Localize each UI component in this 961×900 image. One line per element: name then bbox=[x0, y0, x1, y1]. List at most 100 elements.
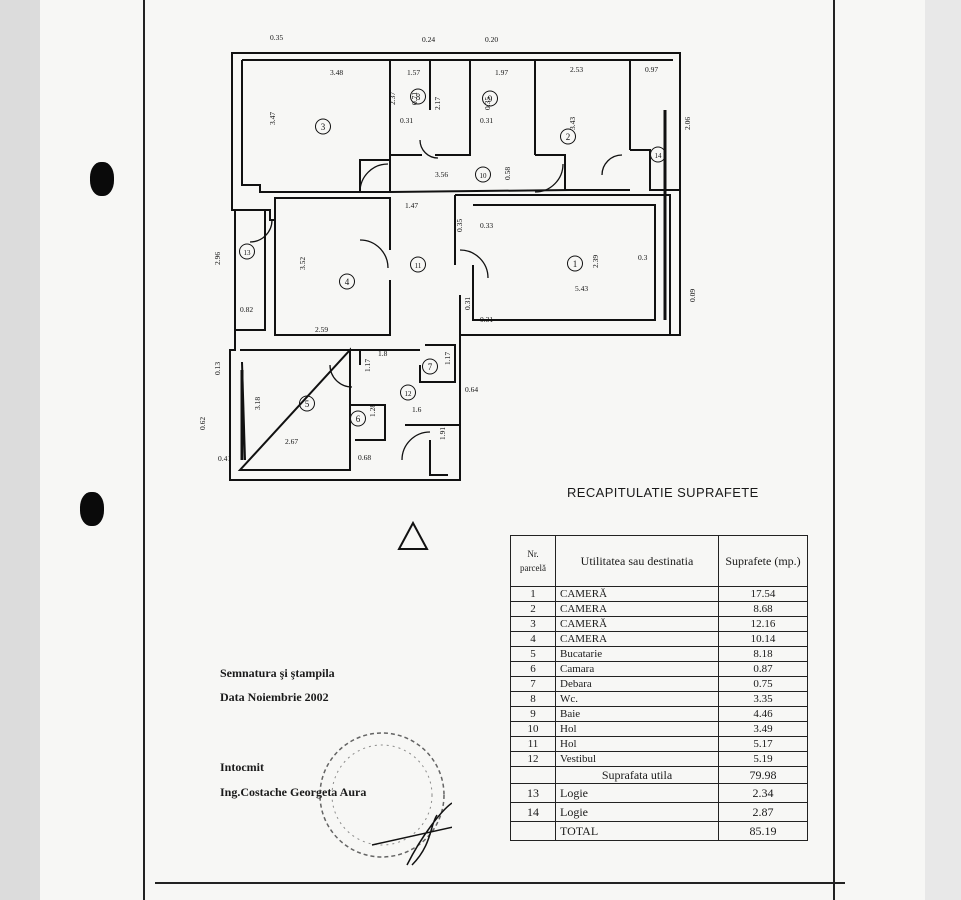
cell-area: 4.46 bbox=[718, 706, 808, 722]
cell-area: 0.75 bbox=[718, 676, 808, 692]
dimension-label: 2.17 bbox=[433, 97, 442, 110]
cell-nr: 1 bbox=[510, 586, 556, 602]
dimension-label: 0.58 bbox=[503, 167, 512, 180]
dimension-label: 0.62 bbox=[198, 417, 207, 430]
dimension-label: 1.91 bbox=[438, 427, 447, 440]
room-number-text: 3 bbox=[321, 122, 326, 132]
punch-hole-bottom bbox=[80, 492, 104, 526]
dimension-label: 1.47 bbox=[405, 201, 418, 210]
cell-area: 10.14 bbox=[718, 631, 808, 647]
dimension-label: 0.97 bbox=[645, 65, 658, 74]
dimension-label: 0.13 bbox=[213, 362, 222, 375]
room-number-2: 2 bbox=[560, 128, 576, 145]
total-label: TOTAL bbox=[555, 821, 719, 841]
cell-name: Bucatarie bbox=[555, 646, 719, 662]
util-label: Suprafata utila bbox=[555, 766, 719, 784]
dimension-label: 1.97 bbox=[495, 68, 508, 77]
cell-name: CAMERĂ bbox=[555, 586, 719, 602]
room-number-13: 13 bbox=[239, 243, 255, 260]
cell-area: 5.19 bbox=[718, 751, 808, 767]
dimension-label: 2.67 bbox=[285, 437, 298, 446]
dimension-label: 3.52 bbox=[298, 257, 307, 270]
surface-table: Nr. parcelă Utilitatea sau destinatia Su… bbox=[510, 535, 808, 841]
dimension-label: 0.31 bbox=[400, 116, 413, 125]
dimension-label: 1.17 bbox=[443, 352, 452, 365]
cell-name: Wc. bbox=[555, 691, 719, 707]
dimension-label: 3.18 bbox=[253, 397, 262, 410]
dimension-label: 0.31 bbox=[463, 297, 472, 310]
total-value: 85.19 bbox=[718, 821, 808, 841]
room-number-6: 6 bbox=[350, 410, 366, 427]
room-number-14: 14 bbox=[650, 146, 666, 163]
cell-area: 2.34 bbox=[718, 783, 808, 803]
room-number-text: 4 bbox=[345, 277, 350, 287]
room-number-text: 12 bbox=[405, 390, 413, 398]
cell-name: CAMERA bbox=[555, 631, 719, 647]
dimension-label: 0.35 bbox=[483, 97, 492, 110]
round-stamp-icon bbox=[319, 732, 452, 866]
dimension-label: 5.43 bbox=[575, 284, 588, 293]
dimension-label: 2.59 bbox=[315, 325, 328, 334]
cell-name: Camara bbox=[555, 661, 719, 677]
dimension-label: 1.6 bbox=[412, 405, 422, 414]
dimension-label: 0.31 bbox=[480, 116, 493, 125]
dimension-label: 0.33 bbox=[480, 221, 493, 230]
room-number-1: 1 bbox=[567, 255, 583, 272]
room-number-text: 7 bbox=[428, 362, 433, 372]
dimension-label: 1.8 bbox=[378, 349, 388, 358]
cell-nr: 8 bbox=[510, 691, 556, 707]
dimension-label: 0.35 bbox=[455, 219, 464, 232]
north-triangle-icon bbox=[397, 520, 429, 550]
dimension-label: 0.82 bbox=[240, 305, 253, 314]
cell-area: 3.35 bbox=[718, 691, 808, 707]
room-number-4: 4 bbox=[339, 273, 355, 290]
util-value: 79.98 bbox=[718, 766, 808, 784]
room-number-text: 9 bbox=[488, 94, 493, 104]
cell-nr: 6 bbox=[510, 661, 556, 677]
page-right-border bbox=[833, 0, 835, 900]
room-number-12: 12 bbox=[400, 384, 416, 401]
cell-name: Hol bbox=[555, 721, 719, 737]
room-number-text: 2 bbox=[566, 132, 571, 142]
page-left-border bbox=[143, 0, 145, 900]
dimension-label: 0.71 bbox=[410, 92, 419, 105]
room-number-text: 1 bbox=[573, 259, 578, 269]
dimension-label: 3.48 bbox=[330, 68, 343, 77]
cell-nr: 3 bbox=[510, 616, 556, 632]
dimension-label: 3.47 bbox=[268, 112, 277, 125]
cell-area: 8.68 bbox=[718, 601, 808, 617]
dimension-label: 0.3 bbox=[638, 253, 648, 262]
room-number-10: 10 bbox=[475, 166, 491, 183]
dimension-label: 0.41 bbox=[218, 454, 231, 463]
cell-name: Debara bbox=[555, 676, 719, 692]
dimension-label: 0.31 bbox=[480, 315, 493, 324]
cell-name: Logie bbox=[555, 802, 719, 822]
cell-area: 2.87 bbox=[718, 802, 808, 822]
room-number-text: 6 bbox=[356, 414, 361, 424]
room-number-text: 8 bbox=[416, 92, 421, 102]
room-number-text: 11 bbox=[415, 262, 422, 270]
room-number-8: 8 bbox=[410, 88, 426, 105]
footer-rule bbox=[155, 882, 845, 884]
cell-nr: 4 bbox=[510, 631, 556, 647]
room-number-text: 5 bbox=[305, 399, 310, 409]
room-number-text: 13 bbox=[244, 249, 252, 257]
dimension-label: 2.39 bbox=[591, 255, 600, 268]
col-supr-header: Suprafete (mp.) bbox=[718, 535, 808, 587]
cell-nr: 7 bbox=[510, 676, 556, 692]
cell-name: CAMERA bbox=[555, 601, 719, 617]
recap-title: RECAPITULATIE SUPRAFETE bbox=[567, 485, 759, 500]
signature-stamp-line: Semnatura şi ştampila bbox=[220, 666, 335, 680]
room-number-text: 10 bbox=[480, 172, 488, 180]
